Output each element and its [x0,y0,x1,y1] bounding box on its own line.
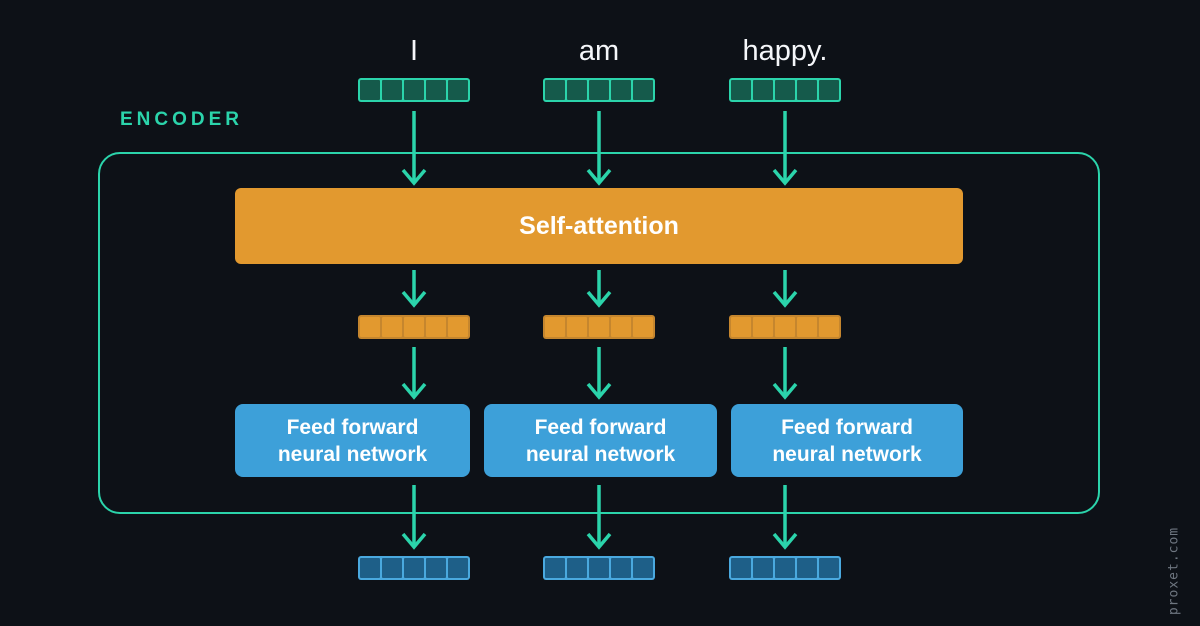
vector-cell [797,80,817,100]
feed-forward-label-line1: Feed forward [781,415,913,439]
vector-cell [545,317,565,337]
encoder-output-vector [729,556,841,580]
vector-cell [404,558,424,578]
feed-forward-label-line1: Feed forward [534,415,667,439]
vector-cell [382,317,402,337]
vector-cell [731,558,751,578]
vector-cell [731,317,751,337]
feed-forward-label-line1: Feed forward [286,415,419,439]
input-token-label: happy. [742,35,828,67]
vector-cell [589,317,609,337]
feed-forward-label-line2: neural network [525,442,676,466]
vector-cell [382,558,402,578]
vector-cell [797,558,817,578]
attention-output-vector [729,315,841,339]
vector-cell [775,80,795,100]
feed-forward-block: Feed forward neural network [235,404,470,477]
vector-cell [404,80,424,100]
encoder-output-vector [543,556,655,580]
vector-cell [545,80,565,100]
vector-cell [448,317,468,337]
attention-output-vector [358,315,470,339]
vector-cell [426,80,446,100]
vector-cell [589,80,609,100]
vector-cell [448,80,468,100]
vector-cell [797,317,817,337]
vector-cell [611,80,631,100]
vector-cell [611,558,631,578]
vector-cell [819,317,839,337]
feed-forward-block: Feed forward neural network [731,404,963,477]
vector-cell [611,317,631,337]
input-token-label: I [409,35,419,67]
vector-cell [404,317,424,337]
vector-cell [819,80,839,100]
vector-cell [731,80,751,100]
vector-cell [567,317,587,337]
self-attention-block: Self-attention [235,188,963,264]
vector-cell [448,558,468,578]
feed-forward-label-line2: neural network [772,442,922,466]
vector-cell [633,558,653,578]
vector-cell [633,317,653,337]
vector-cell [775,558,795,578]
vector-cell [426,558,446,578]
input-token-label: am [578,35,620,67]
vector-cell [753,558,773,578]
attention-output-vector [543,315,655,339]
vector-cell [819,558,839,578]
vector-cell [360,558,380,578]
vector-cell [753,317,773,337]
input-embedding-vector [543,78,655,102]
vector-cell [567,558,587,578]
self-attention-label: Self-attention [519,211,679,240]
vector-cell [633,80,653,100]
feed-forward-block: Feed forward neural network [484,404,717,477]
input-embedding-vector [358,78,470,102]
watermark: proxet.com [1166,526,1182,616]
vector-cell [382,80,402,100]
vector-cell [360,80,380,100]
vector-cell [360,317,380,337]
vector-cell [545,558,565,578]
vector-cell [426,317,446,337]
feed-forward-label-line2: neural network [277,442,428,466]
vector-cell [753,80,773,100]
vector-cell [567,80,587,100]
vector-cell [775,317,795,337]
input-embedding-vector [729,78,841,102]
vector-cell [589,558,609,578]
encoder-label: ENCODER [120,109,244,130]
encoder-output-vector [358,556,470,580]
